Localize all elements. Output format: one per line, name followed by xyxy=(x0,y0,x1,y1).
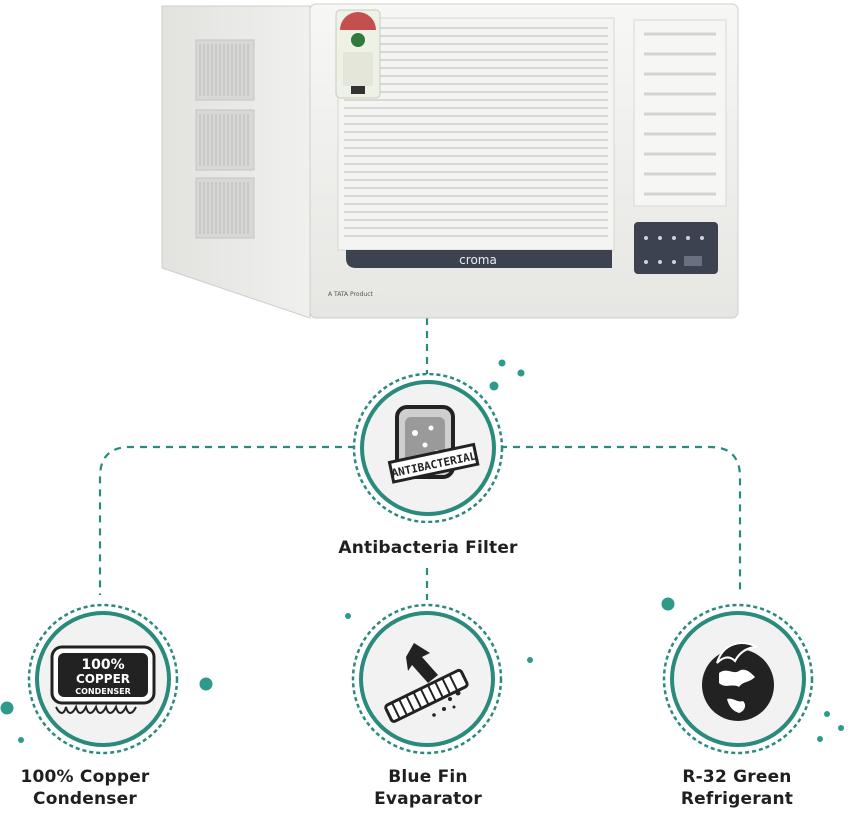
control-panel xyxy=(634,222,718,274)
blue-fin-evaporator-icon xyxy=(384,643,469,723)
swing-louvers xyxy=(644,32,716,196)
window-ac-unit-image: croma A TATA Product xyxy=(161,3,739,319)
copper-label: 100% Copper Condenser xyxy=(0,766,170,810)
copper-label-line1: 100% Copper xyxy=(20,767,150,787)
blue-fin-feature-badge xyxy=(351,603,503,755)
green-refrigerant-globe-icon xyxy=(702,642,774,721)
antibacterial-filter-icon: ANTIBACTERIAL xyxy=(387,405,480,484)
antibacterial-label-text: Antibacteria Filter xyxy=(338,538,518,558)
brand-logo: croma xyxy=(459,253,497,267)
maker-tag: A TATA Product xyxy=(328,291,373,298)
copper-badge-line2: COPPER xyxy=(76,672,130,686)
copper-badge-line1: 100% xyxy=(81,657,124,673)
r32-label-line1: R-32 Green xyxy=(682,767,792,787)
decorative-dots xyxy=(0,359,844,743)
antibacterial-feature-badge: ANTIBACTERIAL xyxy=(352,373,504,523)
blue-fin-label-line2: Evaparator xyxy=(374,789,482,809)
r32-label: R-32 Green Refrigerant xyxy=(652,766,822,810)
copper-badge-line3: CONDENSER xyxy=(75,687,131,696)
blue-fin-label-line1: Blue Fin xyxy=(388,767,468,787)
copper-condenser-icon: 100% COPPER CONDENSER xyxy=(50,645,156,714)
brand-strip xyxy=(346,250,612,268)
r32-label-line2: Refrigerant xyxy=(680,789,794,809)
copper-condenser-feature-badge: 100% COPPER CONDENSER xyxy=(27,603,179,755)
copper-label-line2: Condenser xyxy=(33,789,137,809)
r32-feature-badge xyxy=(662,603,814,755)
antibacterial-label: Antibacteria Filter xyxy=(300,537,556,559)
blue-fin-label: Blue Fin Evaparator xyxy=(343,766,513,810)
air-grille xyxy=(344,27,608,237)
